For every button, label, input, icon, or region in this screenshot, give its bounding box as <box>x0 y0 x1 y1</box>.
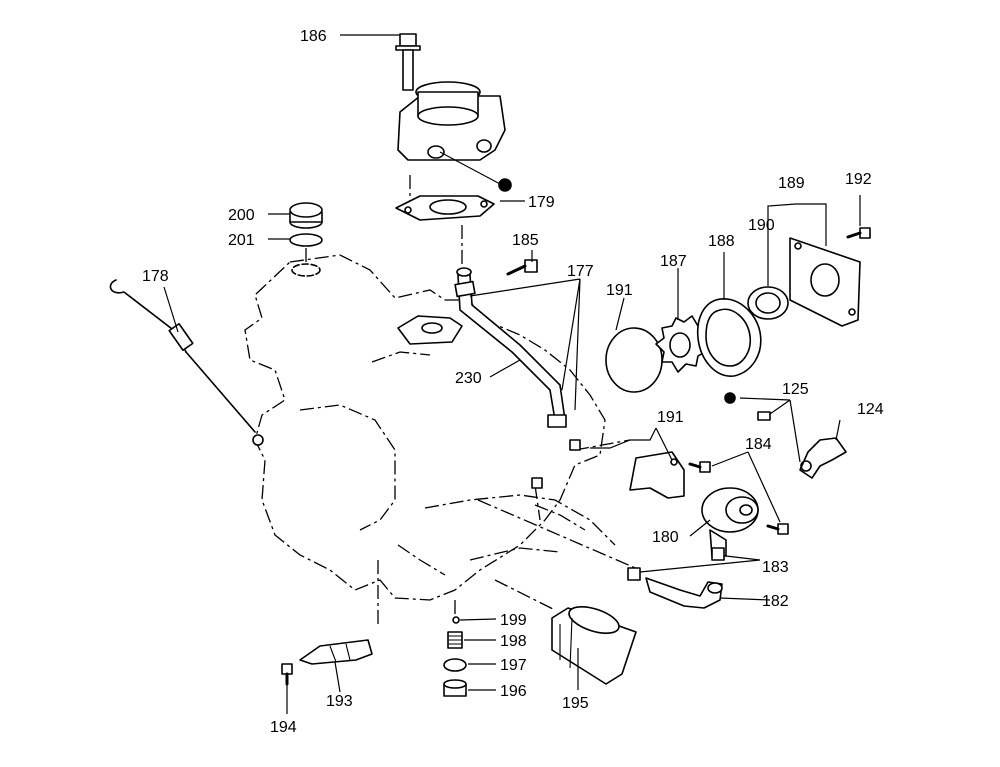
part-185-bolt <box>506 259 538 276</box>
callout-188: 188 <box>708 233 735 250</box>
part-190-oil-seal <box>747 286 789 320</box>
callout-192: 192 <box>845 171 872 188</box>
callout-124: 124 <box>857 401 884 418</box>
callout-labels: 186 179 200 201 185 177 178 187 188 189 … <box>142 28 884 736</box>
part-125-hose-clamp <box>724 392 771 421</box>
part-191-o-ring-lower <box>531 439 581 489</box>
carburetor-assembly <box>397 81 512 192</box>
leader-lines <box>163 34 861 714</box>
part-193-oil-strainer <box>299 639 373 665</box>
oil-filler-port <box>291 263 321 277</box>
assembly-guide-lines <box>305 175 641 628</box>
callout-180: 180 <box>652 529 679 546</box>
part-189-pump-cover <box>789 237 861 327</box>
part-195-oil-filter <box>551 606 637 685</box>
callout-178: 178 <box>142 268 169 285</box>
callout-198: 198 <box>500 633 527 650</box>
part-188-outer-rotor <box>696 298 762 377</box>
callout-195: 195 <box>562 695 589 712</box>
part-187-inner-rotor <box>655 315 709 373</box>
part-230-pipe <box>454 267 567 428</box>
intake-flange <box>397 315 463 345</box>
callout-199: 199 <box>500 612 527 629</box>
part-180-pump-bracket <box>629 451 685 499</box>
callout-179: 179 <box>528 194 555 211</box>
part-194-bolt <box>281 663 293 686</box>
part-179-gasket <box>395 195 495 221</box>
part-180-oil-pump <box>701 487 759 557</box>
part-198-spring <box>447 631 463 649</box>
callout-201: 201 <box>228 232 255 249</box>
callout-189: 189 <box>778 175 805 192</box>
callout-186: 186 <box>300 28 327 45</box>
callout-230: 230 <box>455 370 482 387</box>
part-200-oil-filler-cap <box>289 202 323 229</box>
callout-184: 184 <box>745 436 772 453</box>
part-197-washer <box>443 658 467 672</box>
part-182-hose <box>645 577 723 609</box>
part-196-plug <box>443 679 467 697</box>
callout-194: 194 <box>270 719 297 736</box>
part-191-o-ring-upper <box>605 327 663 393</box>
part-124-hose <box>799 437 847 479</box>
part-183-clamps <box>627 547 725 581</box>
callout-200: 200 <box>228 207 255 224</box>
part-178-dipstick <box>109 279 264 446</box>
part-184-bolts <box>688 461 789 535</box>
callout-187: 187 <box>660 253 687 270</box>
part-192-bolt <box>846 227 871 239</box>
callout-177: 177 <box>567 263 594 280</box>
callout-190: 190 <box>748 217 775 234</box>
part-186-bolt <box>395 33 421 91</box>
callout-185: 185 <box>512 232 539 249</box>
callout-191-upper: 191 <box>606 282 633 299</box>
callout-193: 193 <box>326 693 353 710</box>
callout-197: 197 <box>500 657 527 674</box>
callout-196: 196 <box>500 683 527 700</box>
callout-183: 183 <box>762 559 789 576</box>
callout-182: 182 <box>762 593 789 610</box>
part-199-ball <box>452 616 460 624</box>
callout-125: 125 <box>782 381 809 398</box>
callout-191-lower: 191 <box>657 409 684 426</box>
part-201-o-ring <box>289 233 323 247</box>
